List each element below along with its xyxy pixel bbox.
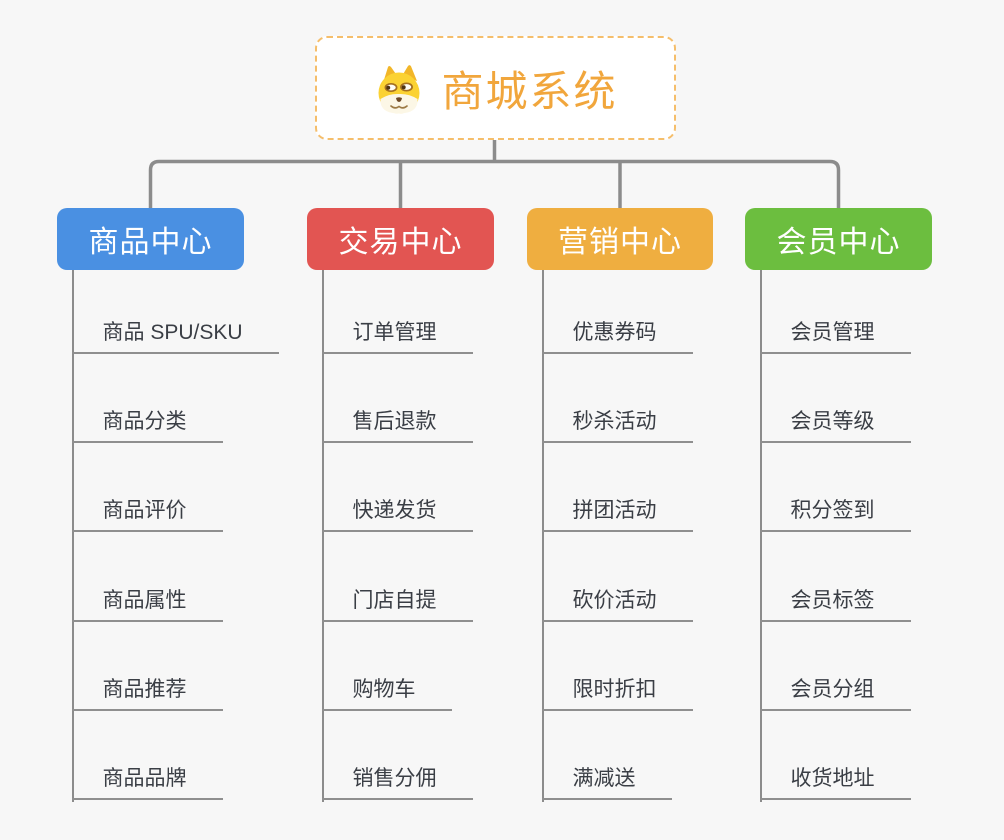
subtopic-limited-time-discount[interactable]: 限时折扣 (541, 673, 693, 711)
branch-topic-member-center[interactable]: 会员中心 (745, 208, 932, 270)
subtopic-bargain-activity[interactable]: 砍价活动 (541, 584, 693, 622)
branch-topic-trade-center[interactable]: 交易中心 (307, 208, 494, 270)
branch-trunk-line (321, 270, 324, 802)
subtopic-coupon-code[interactable]: 优惠券码 (541, 316, 693, 354)
branch-topic-marketing-center[interactable]: 营销中心 (527, 208, 713, 270)
subtopic-store-pickup[interactable]: 门店自提 (321, 584, 473, 622)
subtopic-product-category[interactable]: 商品分类 (71, 405, 223, 443)
subtopic-flash-sale[interactable]: 秒杀活动 (541, 405, 693, 443)
subtopic-order-management[interactable]: 订单管理 (321, 316, 473, 354)
branch-trunk-line (759, 270, 762, 802)
branch-trunk-line (71, 270, 74, 802)
subtopic-shopping-cart[interactable]: 购物车 (321, 673, 452, 711)
subtopic-express-delivery[interactable]: 快递发货 (321, 494, 473, 532)
subtopic-product-spu-sku[interactable]: 商品 SPU/SKU (71, 316, 279, 354)
subtopic-aftersale-refund[interactable]: 售后退款 (321, 405, 473, 443)
branch-product-center: 商品中心 商品 SPU/SKU 商品分类 商品评价 商品属性 商品推荐 商品品牌 (57, 208, 309, 808)
subtopic-product-review[interactable]: 商品评价 (71, 494, 223, 532)
root-topic-title: 商城系统 (441, 67, 618, 115)
subtopic-product-brand[interactable]: 商品品牌 (71, 762, 223, 800)
subtopic-group-buy[interactable]: 拼团活动 (541, 494, 693, 532)
branch-member-center: 会员中心 会员管理 会员等级 积分签到 会员标签 会员分组 收货地址 (745, 208, 997, 808)
branch-topic-product-center[interactable]: 商品中心 (57, 208, 244, 270)
subtopic-member-tags[interactable]: 会员标签 (759, 584, 911, 622)
subtopic-spend-and-save[interactable]: 满减送 (541, 762, 672, 800)
subtopic-member-management[interactable]: 会员管理 (759, 316, 911, 354)
branch-marketing-center: 营销中心 优惠券码 秒杀活动 拼团活动 砍价活动 限时折扣 满减送 (527, 208, 779, 808)
subtopic-points-checkin[interactable]: 积分签到 (759, 494, 911, 532)
branch-trade-center: 交易中心 订单管理 售后退款 快递发货 门店自提 购物车 销售分佣 (307, 208, 559, 808)
root-topic[interactable]: 商城系统 (315, 36, 676, 140)
subtopic-member-groups[interactable]: 会员分组 (759, 673, 911, 711)
dog-face-icon (378, 65, 420, 114)
subtopic-product-recommend[interactable]: 商品推荐 (71, 673, 223, 711)
subtopic-member-level[interactable]: 会员等级 (759, 405, 911, 443)
subtopic-product-attribute[interactable]: 商品属性 (71, 584, 223, 622)
subtopic-shipping-address[interactable]: 收货地址 (759, 762, 911, 800)
subtopic-sales-commission[interactable]: 销售分佣 (321, 762, 473, 800)
branch-trunk-line (541, 270, 544, 802)
